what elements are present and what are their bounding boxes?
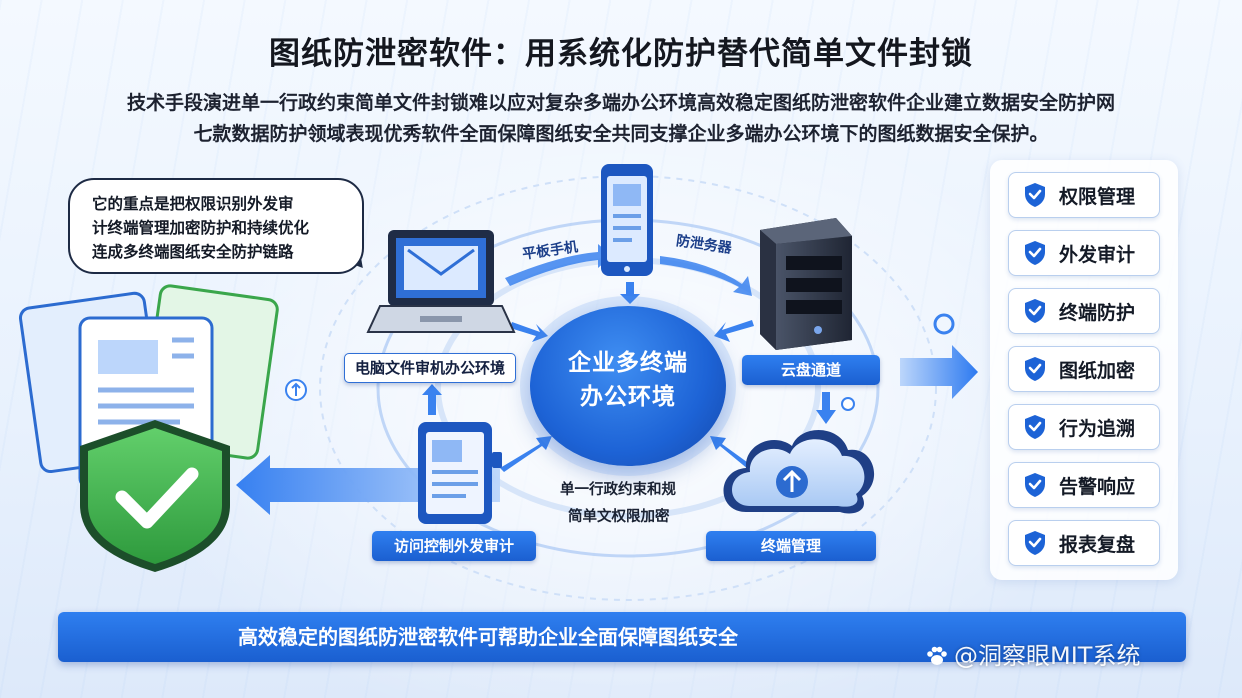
subtitle-line-1: 技术手段演进单一行政约束简单文件封锁难以应对复杂多端办公环境高效稳定图纸防泄密软… xyxy=(126,92,1115,114)
smartphone-icon xyxy=(601,164,653,276)
feature-label: 外发审计 xyxy=(1059,243,1136,266)
center-note-line-2: 简单文权限加密 xyxy=(568,509,670,525)
shield-badge-icon xyxy=(1025,241,1045,265)
central-hub: 企业多终端 办公环境 xyxy=(530,306,726,466)
feature-label: 告警响应 xyxy=(1059,475,1136,498)
hub-line-1: 企业多终端 xyxy=(568,350,688,376)
node-label-access: 访问控制外发审计 xyxy=(372,531,536,561)
page-title: 图纸防泄密软件：用系统化防护替代简单文件封锁 xyxy=(269,36,973,72)
feature-label: 图纸加密 xyxy=(1059,359,1136,382)
tablet-icon xyxy=(418,422,502,524)
node-label-terminal: 终端管理 xyxy=(706,531,876,561)
shield-badge-icon xyxy=(1025,473,1045,497)
shield-badge-icon xyxy=(1025,415,1045,439)
footer-text: 高效稳定的图纸防泄密软件可帮助企业全面保障图纸安全 xyxy=(238,625,738,649)
feature-item: 外发审计 xyxy=(1008,230,1160,276)
orbit-node-icons xyxy=(285,313,955,411)
node-label-pc: 电脑文件审机办公环境 xyxy=(344,353,516,383)
watermark-text: @洞察眼MIT系统 xyxy=(954,642,1141,670)
bubble-line-1: 它的重点是把权限识别外发审 xyxy=(92,195,294,213)
watermark: @洞察眼MIT系统 xyxy=(924,636,1140,676)
arrow-right-big xyxy=(900,345,978,399)
speech-bubble: 它的重点是把权限识别外发审 计终端管理加密防护和持续优化 连成多终端图纸安全防护… xyxy=(68,178,364,274)
feature-item: 告警响应 xyxy=(1008,462,1160,508)
shield-badge-icon xyxy=(1025,299,1045,323)
feature-label: 终端防护 xyxy=(1059,301,1136,324)
feature-label: 行为追溯 xyxy=(1059,417,1136,440)
shield-badge-icon xyxy=(1025,531,1045,555)
feature-item: 权限管理 xyxy=(1008,172,1160,218)
node-label-cloud: 云盘通道 xyxy=(742,355,880,385)
feature-item: 终端防护 xyxy=(1008,288,1160,334)
feature-label: 报表复盘 xyxy=(1059,533,1136,556)
paw-icon xyxy=(927,646,947,665)
feature-item: 报表复盘 xyxy=(1008,520,1160,566)
shield-check-icon xyxy=(80,420,230,572)
feature-item: 图纸加密 xyxy=(1008,346,1160,392)
subtitle-line-2: 七款数据防护领域表现优秀软件全面保障图纸安全共同支撑企业多端办公环境下的图纸数据… xyxy=(193,123,1049,145)
hub-line-2: 办公环境 xyxy=(580,384,676,410)
bubble-line-2: 计终端管理加密防护和持续优化 xyxy=(92,219,310,237)
server-tower-icon xyxy=(760,218,852,350)
shield-badge-icon xyxy=(1025,357,1045,381)
feature-label: 权限管理 xyxy=(1059,185,1136,208)
center-note-line-1: 单一行政约束和规 xyxy=(560,482,676,498)
cloud-upload-icon xyxy=(723,429,875,514)
footer-bar xyxy=(58,612,1186,662)
bubble-line-3: 连成多终端图纸安全防护链路 xyxy=(92,243,294,261)
shield-badge-icon xyxy=(1025,183,1045,207)
feature-item: 行为追溯 xyxy=(1008,404,1160,450)
laptop-icon xyxy=(366,230,516,333)
